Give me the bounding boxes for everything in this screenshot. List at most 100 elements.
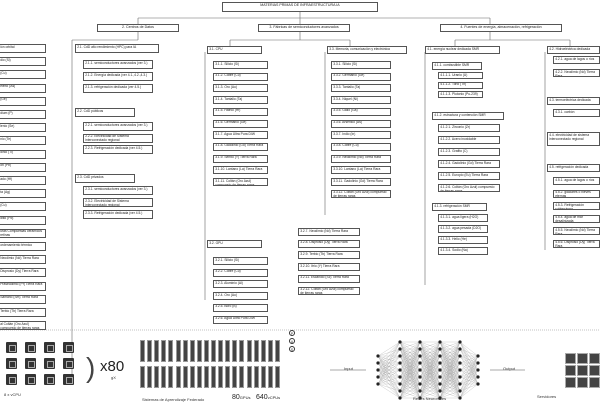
energia-ref-item: 4.1.3.4. Sodio (Na)	[438, 247, 488, 255]
circle-a: A	[289, 338, 295, 344]
nn-edge	[419, 369, 441, 399]
fabricas-gpu-item: 3.2.1. Silicio (Si)	[213, 257, 268, 265]
gpu-rack-slot	[182, 366, 188, 388]
fabricas-gpu-item: 3.2.8. Disprosio (Dy) Tierra Rara	[298, 239, 360, 248]
nn-edge	[439, 341, 461, 357]
left-column-item: Terbio (Tb) Tierra Rara	[0, 308, 46, 317]
gpu-rack-slot	[175, 366, 181, 388]
gpu-rack-slot	[154, 366, 160, 388]
energia-est-item: 4.1.2.6. Coltán (Oro Azul) compuesto de …	[438, 184, 500, 192]
nn-edge	[419, 341, 441, 392]
server-unit	[577, 353, 588, 364]
nn-node	[438, 375, 442, 379]
nn-node	[398, 368, 402, 372]
circle-p: P	[289, 330, 295, 336]
fabricas-gpu-item: 3.2.6. Agua Ultra Pura DIW	[213, 315, 268, 324]
nn-edge	[399, 341, 421, 399]
nn-node	[476, 375, 480, 379]
nn-edge	[399, 376, 421, 399]
nn-node	[398, 347, 402, 351]
gpu-rack-slot	[140, 340, 145, 362]
server-unit	[577, 377, 588, 388]
nn-node	[398, 382, 402, 386]
nn-edge	[399, 341, 421, 350]
nn-node	[458, 368, 462, 372]
gpu-count: 80GPUs	[232, 394, 251, 401]
nn-edge	[399, 383, 421, 399]
energia-ref-item: 4.1.3.3. Helio (He)	[438, 236, 488, 244]
fabricas-cpu-title: 3.1. CPU	[207, 46, 262, 54]
nn-edge	[439, 355, 461, 399]
gpu-rack-slot	[203, 366, 209, 388]
nn-node	[458, 389, 462, 393]
fabricas-gpu-item: 3.2.4. Oro (Au)	[213, 292, 268, 301]
nn-edge	[419, 341, 441, 378]
gpu-rack-slot	[267, 366, 273, 388]
nn-node	[418, 340, 422, 344]
fabricas-gpu-item: 3.2.3. Aluminio (Al)	[213, 280, 268, 289]
nn-edge	[439, 376, 461, 399]
nn-edge	[459, 348, 479, 357]
fabricas-gpu-item: 3.2.10. Itrio (Y) Tierra Rara	[298, 263, 360, 272]
nn-edge	[377, 341, 401, 364]
nn-node	[418, 375, 422, 379]
nn-edge	[459, 355, 479, 392]
nn-edge	[439, 341, 461, 371]
nn-edge	[439, 341, 461, 350]
nn-edge	[377, 341, 401, 371]
gpu-rack-slot	[189, 366, 195, 388]
nn-edge	[439, 341, 461, 385]
nn-edge	[459, 376, 479, 399]
energia-est-title: 4.1.2. estructura y contención SMR	[432, 112, 504, 120]
fabricas-mem-item: 3.3.8. Cobre (Cu)	[331, 142, 391, 151]
energia-comb-title: 4.1.1. combustible SMR	[432, 62, 482, 70]
nn-node	[398, 375, 402, 379]
left-column-item: (Cu)	[0, 70, 46, 80]
fabricas-gpu-item: 3.2.5. Boro (B)	[213, 303, 268, 312]
nn-edge	[459, 369, 479, 399]
nn-node	[438, 382, 442, 386]
gpu-rack-slot	[225, 366, 231, 388]
left-column-item: ta (Ag)	[0, 189, 46, 199]
fabricas-mem-item: 3.3.11. Gadolinio (Gd) Tierra Rara	[331, 178, 391, 186]
vcpu-label: 8 x vCPU	[4, 392, 21, 397]
gpu-rack-slot	[196, 366, 202, 388]
nn-edge	[399, 341, 421, 364]
fabricas-cpu-item: 3.1.7. Agua Ultra Pura DIW	[213, 131, 268, 140]
cpu-chip	[6, 374, 17, 385]
centros-priv-title: 2.3. CdD privados	[75, 174, 135, 183]
nn-edge	[377, 355, 401, 385]
nn-edge	[439, 383, 461, 399]
nn-edge	[439, 369, 461, 399]
nn-edge	[419, 341, 441, 364]
nn-edge	[459, 355, 479, 399]
centros-pub-item: 2.2.1. semiconductores avanzados (ver 3.…	[83, 122, 153, 131]
fabricas-gpu-item: 3.2.11. Escandio (Sc) Tierra Rara	[298, 274, 360, 283]
nn-node	[376, 382, 380, 386]
gpu-rack-slot	[168, 366, 174, 388]
fabricas-gpu-item: 3.2.9. Terbio (Tb) Tierra Rara	[298, 251, 360, 260]
fabricas-mem-item: 3.3.3. Tantalio (Ta)	[331, 84, 391, 93]
fabricas-cpu-item: 3.1.8. Gadolinio (Gd) Tierra Rara	[213, 142, 268, 151]
nn-edge	[377, 383, 401, 392]
fabricas-mem-item: 3.3.9. Neodimio (Nd) Tierra Rara	[331, 154, 391, 163]
gpu-rack-slot	[274, 340, 280, 362]
fabricas-gpu-item: 3.2.2. Cobre (Cu)	[213, 268, 268, 277]
nn-edge	[459, 341, 479, 357]
left-column-item: ón (Pb)	[0, 162, 46, 172]
nn-node	[376, 354, 380, 358]
left-column-item: ordenamiento térmico	[0, 242, 46, 251]
server-unit	[577, 365, 588, 376]
nn-edge	[439, 341, 461, 392]
centros-hpc-item: 2.1.1. semiconductores avanzados (ver 3.…	[83, 60, 153, 69]
gpu-rack-slot	[196, 340, 202, 362]
left-column-item: ado (Hf)	[0, 176, 46, 185]
left-column-item: Praseodimio (Pr) Tierra Rara	[0, 281, 46, 291]
bracket-glyph: )	[86, 352, 96, 383]
nn-node	[418, 361, 422, 365]
servers-label: Servidores	[537, 394, 557, 399]
nn-edge	[459, 362, 479, 399]
server-unit	[565, 377, 576, 388]
